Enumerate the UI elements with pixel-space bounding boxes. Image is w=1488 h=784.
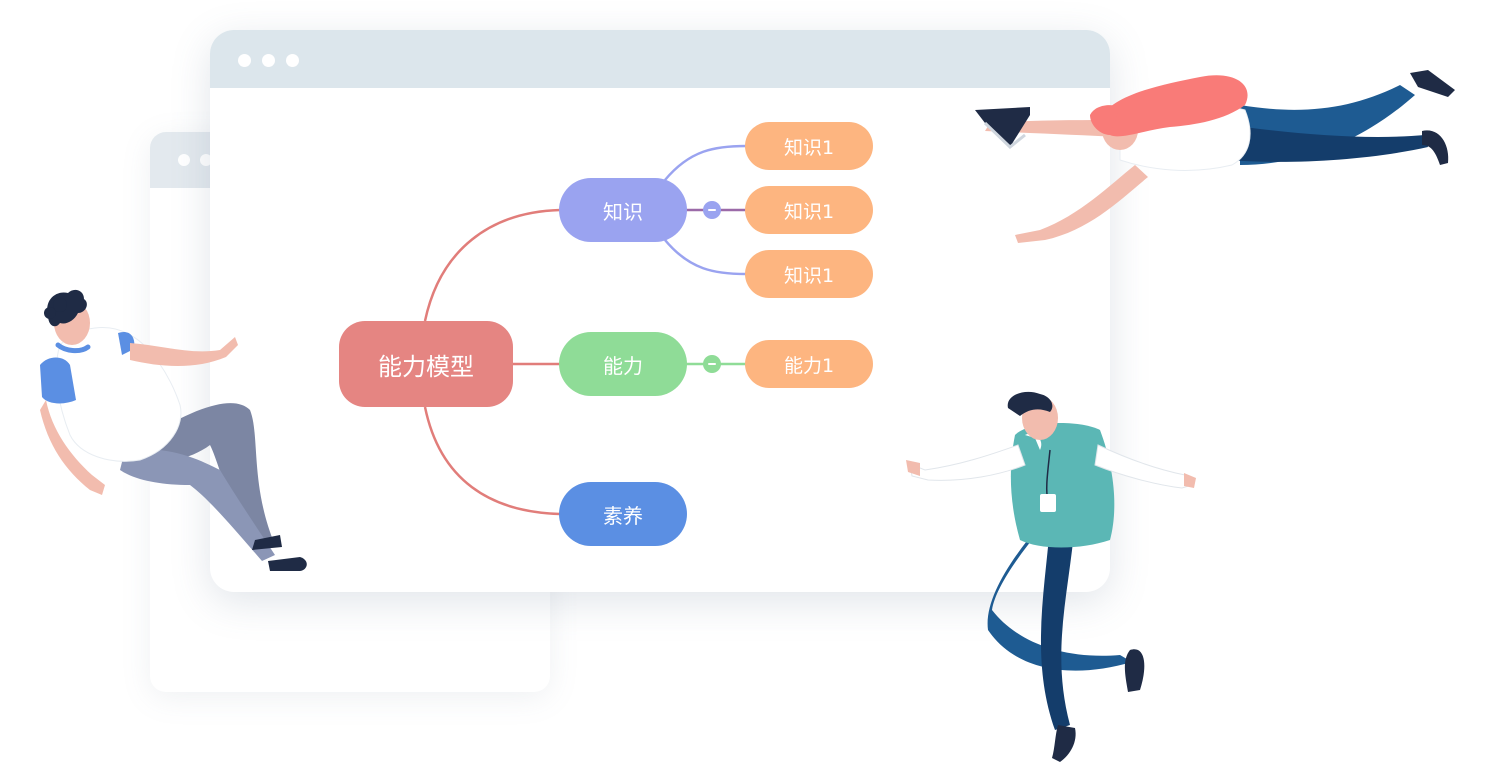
mindmap-root-node[interactable]: 能力模型 — [339, 321, 513, 407]
window-dot-icon — [200, 154, 212, 166]
window-titlebar — [210, 30, 1110, 88]
mindmap-leaf-knowledge-3[interactable]: 知识1 — [745, 250, 873, 298]
collapse-knowledge-toggle[interactable] — [703, 201, 721, 219]
person-sitting-left-icon — [40, 289, 307, 571]
minus-icon — [708, 363, 716, 365]
person-flying-woman-icon — [975, 70, 1455, 243]
window-close-dot-icon[interactable] — [238, 54, 251, 67]
collapse-ability-toggle[interactable] — [703, 355, 721, 373]
mindmap-leaf-knowledge-2[interactable]: 知识1 — [745, 186, 873, 234]
window-maximize-dot-icon[interactable] — [286, 54, 299, 67]
window-minimize-dot-icon[interactable] — [262, 54, 275, 67]
mindmap-leaf-knowledge-1[interactable]: 知识1 — [745, 122, 873, 170]
minus-icon — [708, 209, 716, 211]
window-dot-icon — [178, 154, 190, 166]
mindmap-leaf-ability-1[interactable]: 能力1 — [745, 340, 873, 388]
mindmap-branch-literacy[interactable]: 素养 — [559, 482, 687, 546]
mindmap-branch-knowledge[interactable]: 知识 — [559, 178, 687, 242]
person-floating-man-icon — [906, 391, 1196, 762]
mindmap-branch-ability[interactable]: 能力 — [559, 332, 687, 396]
